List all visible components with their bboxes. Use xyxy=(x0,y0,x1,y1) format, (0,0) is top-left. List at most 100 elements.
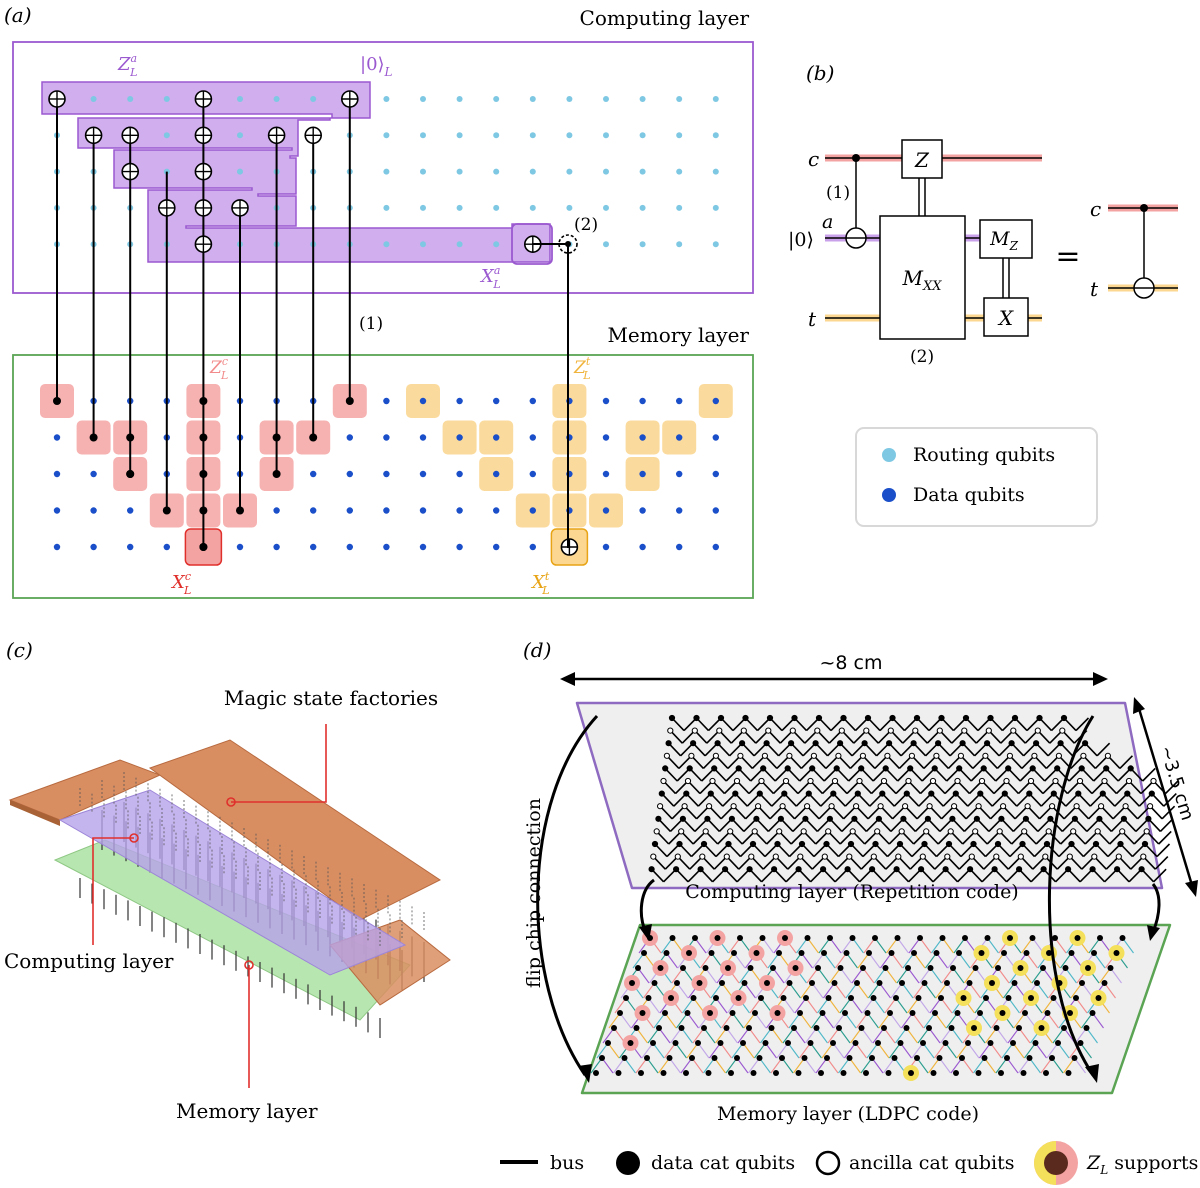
data-cat-qubit xyxy=(909,1010,916,1016)
cat-qubit xyxy=(711,765,718,772)
cat-qubit xyxy=(982,752,989,759)
ldpc-edge xyxy=(1104,982,1116,999)
ldpc-edge xyxy=(919,967,931,984)
data-cat-qubit xyxy=(702,965,709,971)
inner-arrowhead-right xyxy=(1147,925,1160,941)
cat-qubit xyxy=(846,853,853,860)
ldpc-edge xyxy=(1075,997,1088,1014)
ldpc-edge xyxy=(658,1057,670,1074)
magic-factories-label: Magic state factories xyxy=(224,686,438,710)
routing-qubit xyxy=(127,96,134,102)
data-cat-qubit xyxy=(897,1040,904,1046)
ldpc-edge xyxy=(772,967,785,984)
data-cat-qubit xyxy=(950,965,956,971)
data-cat-qubit xyxy=(1055,1040,1061,1046)
ldpc-edge xyxy=(950,1057,963,1074)
routing-legend-marker xyxy=(882,448,896,462)
data-cat-qubit xyxy=(831,980,838,986)
cat-qubit xyxy=(809,765,816,772)
cat-qubit xyxy=(1022,815,1030,822)
data-qubit xyxy=(602,397,610,405)
routing-qubit xyxy=(90,96,97,102)
ldpc-edge xyxy=(1040,1057,1053,1074)
data-cat-qubit xyxy=(750,1070,757,1076)
ldpc-edge xyxy=(877,1042,890,1059)
cat-qubit xyxy=(1091,853,1098,860)
flip-chip-label: flip chip connection xyxy=(523,798,545,988)
ldpc-edge xyxy=(759,1057,771,1074)
bus-endpoint xyxy=(272,470,281,478)
cat-qubit xyxy=(1026,790,1033,797)
data-cat-qubit xyxy=(1011,980,1018,986)
data-cat-qubit xyxy=(960,995,967,1001)
cat-qubit xyxy=(928,790,935,797)
ldpc-edge xyxy=(839,997,852,1014)
cat-qubit xyxy=(791,714,798,722)
cat-qubit xyxy=(725,840,732,848)
ldpc-edge xyxy=(1042,997,1054,1014)
ldpc-edge xyxy=(806,967,819,984)
factory-slab-left-edge xyxy=(10,800,60,826)
step2-label-b: (2) xyxy=(910,347,934,367)
data-qubit xyxy=(602,507,610,514)
x-gate-label: X xyxy=(997,306,1014,330)
ldpc-edge xyxy=(783,997,795,1014)
cat-qubit xyxy=(723,853,730,860)
data-cat-qubit xyxy=(849,935,856,941)
wire-c2-label: c xyxy=(1090,197,1101,221)
ldpc-edge xyxy=(1008,997,1020,1014)
cat-qubit xyxy=(679,815,687,822)
data-cat-qubit xyxy=(894,935,901,941)
data-qubit xyxy=(383,470,390,478)
depth-arrow-line xyxy=(1135,701,1196,893)
routing-qubit xyxy=(603,96,609,102)
bus-endpoint xyxy=(236,506,244,515)
ldpc-edge xyxy=(889,1012,902,1029)
ldpc-edge xyxy=(951,1027,963,1044)
cat-qubit xyxy=(859,752,867,759)
data-cat-qubit xyxy=(942,1040,949,1046)
data-qubit xyxy=(383,543,390,551)
ldpc-edge xyxy=(720,1042,732,1059)
data-qubit xyxy=(529,507,536,514)
ldpc-edge xyxy=(1081,1012,1093,1029)
data-legend-marker xyxy=(882,488,896,502)
cat-qubit xyxy=(674,853,681,860)
data-cat-qubit xyxy=(621,1055,628,1061)
equals-sign: = xyxy=(1055,239,1080,274)
cat-qubit xyxy=(912,727,919,734)
ldpc-edge xyxy=(728,937,741,954)
cat-qubit xyxy=(957,752,965,759)
ldpc-edge xyxy=(851,967,864,984)
ldpc-edge xyxy=(1003,982,1015,999)
data-cat-qubit xyxy=(917,935,923,941)
data-qubit xyxy=(127,507,134,514)
cat-qubit xyxy=(1006,752,1014,759)
data-cat-qubit xyxy=(633,1025,640,1031)
cat-qubit xyxy=(830,790,837,797)
ldpc-edge xyxy=(930,967,942,984)
bus-endpoint xyxy=(126,433,135,442)
cat-qubit xyxy=(789,727,796,734)
data-qubit xyxy=(236,543,244,551)
ldpc-edge xyxy=(912,1012,924,1029)
ldpc-edge xyxy=(810,1042,822,1059)
bus-segment xyxy=(1142,767,1156,782)
ldpc-edge xyxy=(947,952,960,969)
data-qubit xyxy=(602,543,610,551)
data-cat-qubit xyxy=(1071,1055,1078,1061)
cat-qubit xyxy=(758,777,765,785)
routing-qubit xyxy=(456,204,463,211)
data-cat-qubit xyxy=(869,1055,875,1061)
data-cat-qubit xyxy=(723,1025,730,1031)
ldpc-edge xyxy=(861,1027,873,1044)
ldpc-edge xyxy=(958,952,971,969)
data-qubit xyxy=(53,543,61,551)
cat-qubit xyxy=(936,727,943,734)
data-cat-qubit xyxy=(837,965,844,971)
cat-qubit xyxy=(765,727,772,734)
ldpc-edge xyxy=(913,952,926,969)
data-qubit xyxy=(456,543,463,551)
width-arrow-left xyxy=(560,672,575,686)
data-cat-qubit xyxy=(915,995,922,1001)
